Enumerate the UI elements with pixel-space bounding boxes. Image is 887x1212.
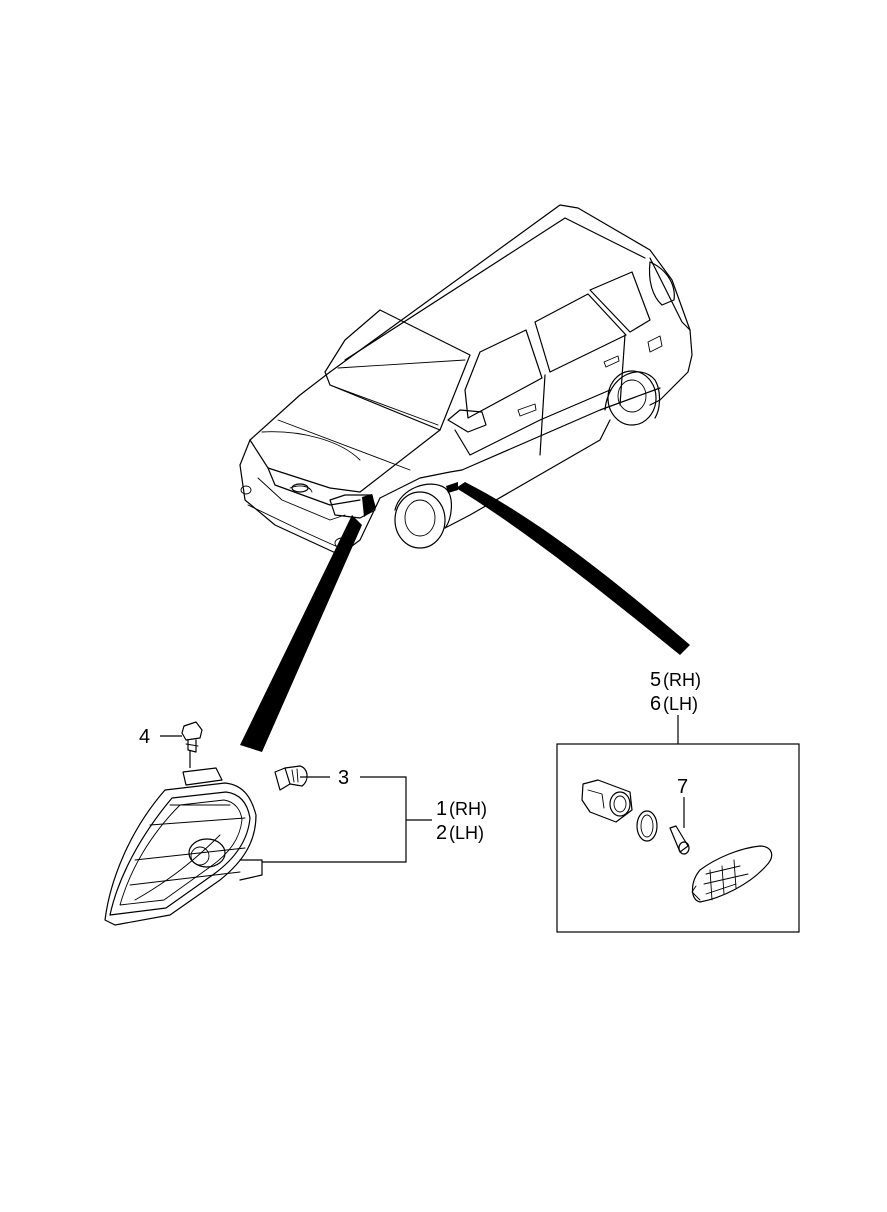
headlamp-assembly bbox=[104, 767, 263, 926]
callout-3: 3 bbox=[338, 767, 349, 789]
callout-labels: 4 3 1 (RH) 2 (LH) 5 (RH) 6 (LH) 7 bbox=[139, 669, 701, 844]
callout-1-side: (RH) bbox=[449, 799, 487, 819]
vehicle-illustration bbox=[239, 204, 693, 556]
callout-5-side: (RH) bbox=[663, 670, 701, 690]
callout-2-side: (LH) bbox=[449, 823, 484, 843]
callout-6-number: 6 bbox=[650, 693, 661, 715]
side-marker-leader-arrow bbox=[456, 482, 690, 655]
bulb-part-3 bbox=[274, 765, 308, 791]
headlamp-leader-arrow bbox=[240, 515, 362, 752]
side-marker-lens-part bbox=[691, 845, 773, 903]
callout-5-number: 5 bbox=[650, 669, 661, 691]
side-marker-detail-box bbox=[556, 743, 800, 933]
socket-part bbox=[581, 779, 633, 823]
wedge-bulb-part-7 bbox=[669, 825, 690, 855]
leader-arrows bbox=[240, 482, 690, 752]
callout-2-number: 2 bbox=[436, 822, 447, 844]
callout-1-number: 1 bbox=[436, 798, 447, 820]
callout-4: 4 bbox=[139, 726, 150, 748]
o-ring-part bbox=[636, 810, 658, 842]
leader-lines bbox=[160, 715, 685, 863]
callout-6-side: (LH) bbox=[663, 694, 698, 714]
bolt-part-4 bbox=[181, 721, 203, 753]
callout-7: 7 bbox=[677, 776, 688, 798]
